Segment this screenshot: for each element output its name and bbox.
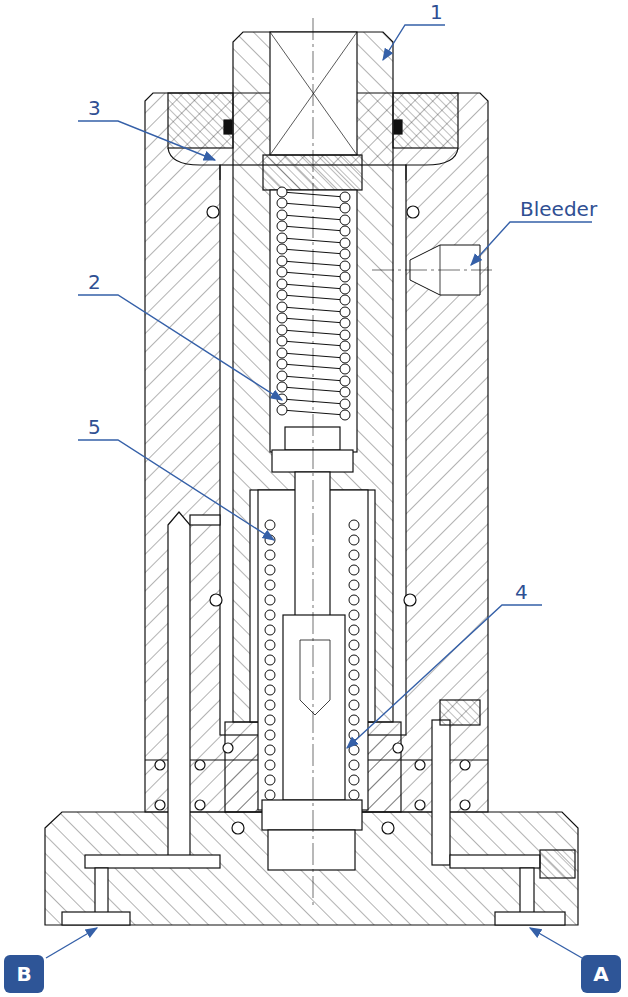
port-name: A	[593, 962, 608, 986]
port-badge: B	[4, 955, 44, 993]
drawing	[45, 18, 578, 925]
callout-number: 5	[88, 415, 101, 439]
leader-lines	[46, 25, 592, 958]
port-name: B	[16, 962, 31, 986]
callout-number: 3	[88, 96, 101, 120]
callout-number: 1	[430, 0, 443, 24]
port-badge: A	[581, 955, 621, 993]
callout-number: 4	[515, 580, 528, 604]
callout-number: 2	[88, 270, 101, 294]
part-label: Bleeder	[520, 197, 597, 221]
